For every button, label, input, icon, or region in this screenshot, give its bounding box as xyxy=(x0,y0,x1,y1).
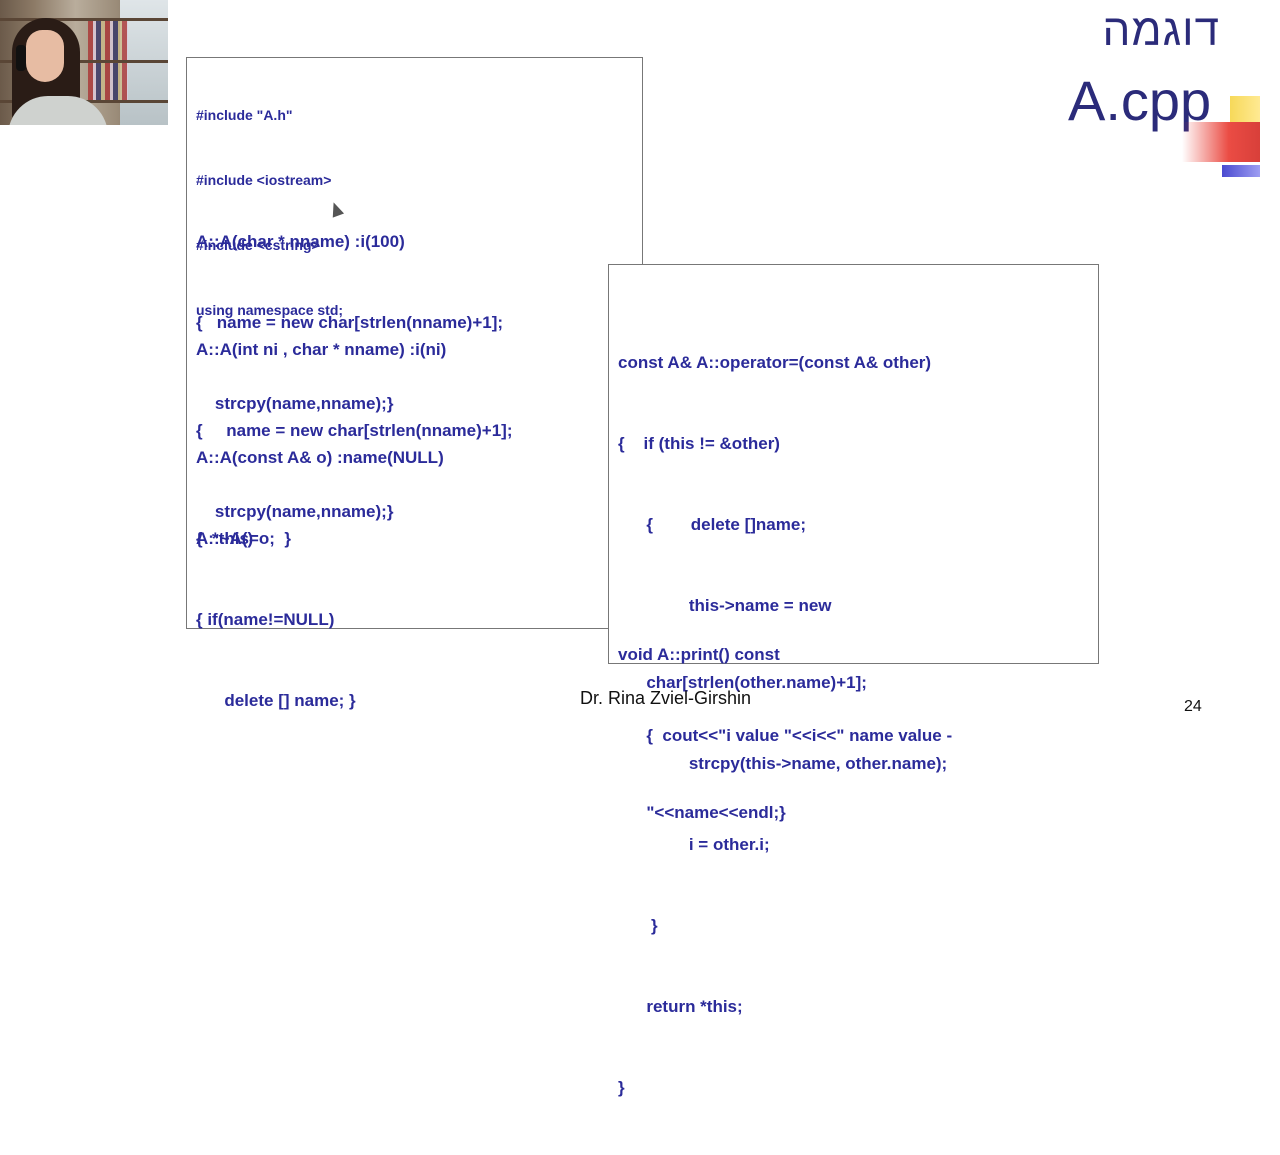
code-line: A::A(char * nname) :i(100) xyxy=(196,232,405,251)
code-box-left: #include "A.h" #include <iostream> #incl… xyxy=(186,57,643,710)
code-line: void A::print() const xyxy=(618,645,780,664)
code-line: A::A(const A& o) :name(NULL) xyxy=(196,448,444,467)
shelf xyxy=(0,60,168,63)
ctor-char-block: A::A(char * nname) :i(100) { name = new … xyxy=(196,174,503,471)
code-line: } xyxy=(618,1078,625,1097)
code-line: delete [] name; } xyxy=(196,691,356,710)
decoration-yellow xyxy=(1230,96,1260,122)
code-box-right: const A& A::operator=(const A& other) { … xyxy=(608,264,1099,1097)
slide-title-hebrew: דוגמה xyxy=(1102,6,1220,55)
code-line: #include "A.h" xyxy=(196,107,293,123)
code-line: A::A(int ni , char * nname) :i(ni) xyxy=(196,340,447,359)
code-line: strcpy(name,nname);} xyxy=(196,394,394,413)
presenter-face xyxy=(26,30,64,82)
code-line: this->name = new xyxy=(618,596,832,615)
code-line: { if(name!=NULL) xyxy=(196,610,335,629)
code-line: { delete []name; xyxy=(618,515,806,534)
webcam-video xyxy=(0,0,168,125)
code-line: { name = new char[strlen(nname)+1]; xyxy=(196,313,504,332)
code-line: { name = new char[strlen(nname)+1]; xyxy=(196,421,513,440)
print-function-block: void A::print() const { cout<<"i value "… xyxy=(618,587,952,880)
code-line: return *this; xyxy=(618,997,743,1016)
code-line: #include <iostream> xyxy=(196,172,332,188)
copy-ctor-block: A::A(const A& o) :name(NULL) { *this=o; … xyxy=(196,390,444,606)
decoration-blue xyxy=(1222,165,1260,177)
code-line: } xyxy=(618,916,658,935)
code-line: using namespace std; xyxy=(196,302,344,318)
headset-icon xyxy=(16,45,26,71)
code-line: "<<name<<endl;} xyxy=(618,803,786,822)
code-line: #include <cstring> xyxy=(196,237,320,253)
code-line: char[strlen(other.name)+1]; xyxy=(618,673,867,692)
slide-footer: Dr. Rina Zviel-Girshin xyxy=(580,688,752,708)
code-line: { cout<<"i value "<<i<<" name value - xyxy=(618,726,953,745)
code-line: A::~A() xyxy=(196,529,254,548)
page-number: 24 xyxy=(1184,698,1202,715)
shelf xyxy=(0,18,168,21)
slide-title-file: A.cpp xyxy=(1068,69,1212,132)
decoration-red xyxy=(1182,122,1260,162)
destructor-block: A::~A() { if(name!=NULL) delete [] name;… xyxy=(196,471,356,768)
code-line: strcpy(name,nname);} xyxy=(196,502,394,521)
ctor-int-char-block: A::A(int ni , char * nname) :i(ni) { nam… xyxy=(196,282,512,579)
include-block: #include "A.h" #include <iostream> #incl… xyxy=(196,63,343,365)
code-line: const A& A::operator=(const A& other) xyxy=(618,353,932,372)
code-line: { *this=o; } xyxy=(196,529,291,548)
code-line: { if (this != &other) xyxy=(618,434,780,453)
